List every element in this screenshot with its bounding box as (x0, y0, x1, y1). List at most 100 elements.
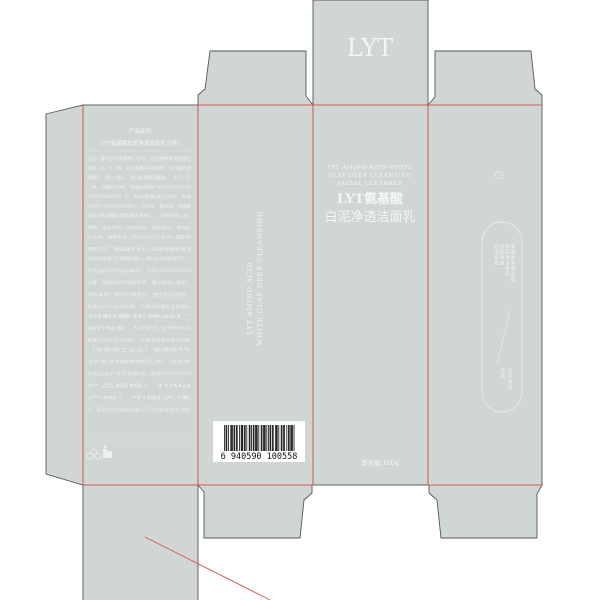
bottom-tuck-flap-right (428, 484, 543, 539)
barcode-bar (270, 425, 272, 451)
vertical-char: 洁 (505, 260, 510, 267)
info-line: 后在脸部打圈按摩，清水洗净即可。 (87, 255, 191, 262)
vertical-char: 面 (501, 374, 506, 380)
barcode-bar (291, 425, 292, 451)
barcode-bar (280, 425, 282, 451)
barcode-bar (239, 425, 240, 451)
vertical-char: 氨 (511, 243, 516, 250)
info-line: （张家窝工业区）泰通道4号 (87, 346, 191, 353)
info-line: 生产批号和限期使用日期：见包装 (87, 358, 192, 365)
vertical-char: 深 (505, 243, 510, 250)
top-tuck-flap-right (427, 50, 543, 106)
barcode-bar (226, 425, 228, 451)
top-tuck-flap-left (197, 50, 314, 106)
info-line: 司和美化妆品厂 (87, 313, 191, 320)
info-line: VIRGINIANA）水、肉桂酸(酯)类衍生物、玫瑰 (86, 193, 192, 200)
fold-lines (82, 104, 542, 600)
rounded-frame (481, 221, 523, 413)
barcode-bar (272, 425, 273, 451)
barcode-bar (275, 425, 276, 451)
barcode-bar (258, 425, 260, 451)
barcode-bar (264, 425, 266, 451)
vertical-char: 酸 (511, 254, 516, 261)
product-name: LYT氨基酸白泥净透洁面乳(II型) (100, 139, 180, 147)
barcode-bar (249, 425, 251, 451)
info-line: 注：保湿验证为省级检测 (2173)/(含有成分) 测定 (87, 406, 191, 413)
info-line: 酸钠、水、丁二醇、肉豆蔻酸钾月桂酸钾、月桂酸丙烯 (87, 165, 191, 172)
vertical-char: 面 (511, 277, 516, 283)
barcode-bar (233, 425, 235, 451)
info-line: (ROSA RUGOSA)花水、卡波姆、氯化钠、棕榈酸 (87, 203, 192, 210)
bottom-lid (82, 484, 199, 600)
vertical-char: 和 (511, 265, 516, 272)
info-line: 功效：清洁毛孔，控油祛痘、温和清洁，增加肌 (87, 224, 192, 231)
product-name-heading: 产品名称 (129, 127, 152, 135)
vertical-char: 透 (500, 260, 505, 267)
vertical-char: 白 (508, 367, 513, 374)
vertical-char: 孔 (505, 271, 510, 278)
info-line: 使用方法：取适量于手心，搓揉至细腻泡沫 (87, 246, 192, 253)
barcode-bar (290, 425, 292, 451)
barcode-bar (253, 425, 255, 451)
barcode (224, 425, 295, 451)
vertical-char: 温 (511, 260, 516, 267)
barcode-bar (276, 425, 277, 451)
barcode-bar (260, 425, 262, 451)
barcode-bar (269, 425, 271, 451)
diagonal-line (496, 309, 511, 366)
vertical-char: 净 (500, 254, 505, 261)
vertical-char: 白 (500, 243, 505, 250)
barcode-bar (276, 425, 278, 451)
barcode-number: 6 940590 100558 (221, 452, 298, 462)
vertical-char: 祛 (494, 254, 499, 261)
vertical-char: 清 (505, 254, 510, 261)
vertical-char: 泥 (500, 249, 505, 256)
barcode-bar (248, 425, 250, 451)
vertical-char: 洁 (501, 367, 506, 374)
barcode-bar (288, 425, 290, 451)
info-line: 产品执行的标准编号：Q/Q 20230012 (87, 267, 191, 274)
spine-text-line1: LYT AMINO ACID (246, 261, 254, 334)
vertical-char: 层 (505, 250, 510, 256)
barcode-bar (232, 425, 233, 451)
side-panel-left (82, 104, 199, 486)
barcode-bar (283, 425, 284, 451)
info-line: 备案人/生产企业地址：天津市西青汽车工业区 (87, 337, 191, 344)
front-cn-line1: LYT氨基酸 (337, 191, 404, 207)
trash-bin-icon (103, 445, 112, 458)
info-line: 注意：使用过程中如有不适，请立即停止使用。 (87, 279, 191, 286)
info-line: 肤光泽，焕新肌肤（INCI/INCI 名称）提取物 (87, 234, 191, 241)
barcode-bar (264, 425, 265, 451)
barcode-bar (244, 425, 245, 451)
barcode-bar (286, 425, 288, 451)
front-en-line3: FACIAL CLEANSER (337, 181, 403, 187)
info-line: 产品规格：100g (87, 382, 192, 389)
ingredients-text: 成分：椰油酰甘氨酸钾、甘油、甘氨酸钠椰油酰基甘酸钠、水、丁二醇、肉豆蔻酸钾月桂酸… (86, 155, 192, 413)
barcode-bar (288, 425, 289, 451)
circle-mark-icon (495, 171, 503, 179)
recycle-icon (86, 448, 102, 460)
barcode-bar (224, 425, 225, 451)
barcode-bar (281, 425, 283, 451)
barcode-bar (266, 425, 268, 451)
barcode-bar (272, 425, 274, 451)
barcode-bar (231, 425, 232, 451)
info-line: 执行标准：GB/T 29680 (87, 325, 192, 332)
barcode-bar (236, 425, 237, 451)
info-line: 产地：中国天津 (87, 394, 191, 401)
info-line: 化妆品生产许可证编号：津妆20160020 (87, 370, 191, 377)
barcode-bar (293, 425, 295, 451)
front-en-line2: CLAY DEEP CLEANSING (328, 173, 411, 179)
front-en-line1: LYT AMINO ACID WHITE (327, 165, 412, 171)
barcode-bar (292, 425, 293, 451)
vertical-char: 洁 (511, 271, 516, 278)
barcode-bar (255, 425, 256, 451)
spine-text-line2: WHITE CLAY DEEP CLEANSING (256, 211, 264, 346)
barcode-bar (256, 425, 257, 451)
barcode-bar (241, 425, 243, 451)
vertical-char: 痘 (494, 260, 499, 267)
barcode-bar (246, 425, 248, 451)
barcode-bar (284, 425, 285, 451)
net-content: 净含量:100g (361, 458, 399, 467)
